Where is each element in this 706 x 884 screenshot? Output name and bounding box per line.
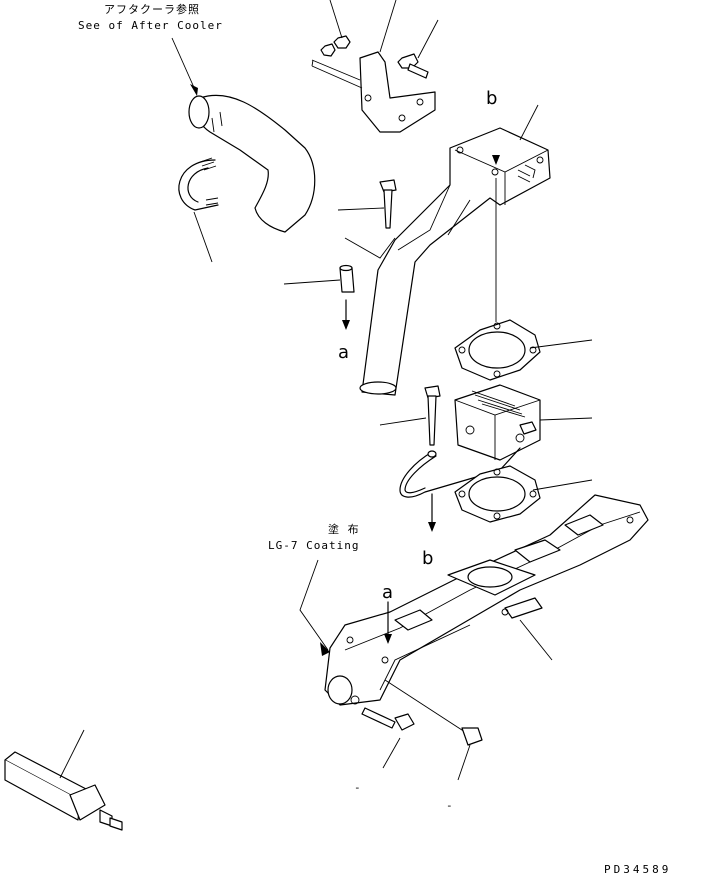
drawing-code: PD34589 bbox=[604, 863, 672, 876]
coating-label-jp: 塗 布 bbox=[328, 523, 360, 536]
air-heater bbox=[454, 384, 541, 461]
aftercooler-reference-en: See of After Cooler bbox=[78, 19, 223, 32]
arrowhead bbox=[384, 634, 392, 644]
bolt bbox=[361, 707, 415, 731]
arrowhead bbox=[342, 320, 350, 330]
gasket bbox=[454, 319, 541, 381]
callout-dash: - bbox=[354, 781, 362, 794]
arrowhead bbox=[428, 522, 436, 532]
coating-label-en: LG-7 Coating bbox=[268, 539, 360, 552]
u-bolt bbox=[178, 157, 219, 211]
spacer bbox=[339, 237, 396, 293]
intake-manifold bbox=[324, 494, 649, 706]
bolt bbox=[424, 385, 441, 446]
heater-wire bbox=[399, 447, 521, 498]
bolt bbox=[397, 53, 429, 79]
callout-dash: - bbox=[446, 799, 454, 812]
gasket bbox=[454, 465, 541, 523]
bracket bbox=[311, 51, 436, 133]
aftercooler-reference-jp: アフタクーラ参照 bbox=[104, 3, 200, 16]
reference-letter-a: a bbox=[382, 582, 394, 603]
aftercooler-pipe bbox=[188, 94, 316, 233]
intake-connector bbox=[359, 127, 551, 396]
bolt bbox=[384, 679, 483, 746]
reference-letter-a: a bbox=[338, 342, 350, 363]
hex-wrench-tool bbox=[4, 751, 123, 831]
bolt bbox=[379, 179, 397, 229]
reference-letter-b: b bbox=[422, 548, 434, 569]
arrowhead bbox=[492, 155, 500, 165]
nut bbox=[320, 35, 351, 57]
reference-letter-b: b bbox=[486, 88, 498, 109]
leader-lines bbox=[59, 0, 593, 781]
